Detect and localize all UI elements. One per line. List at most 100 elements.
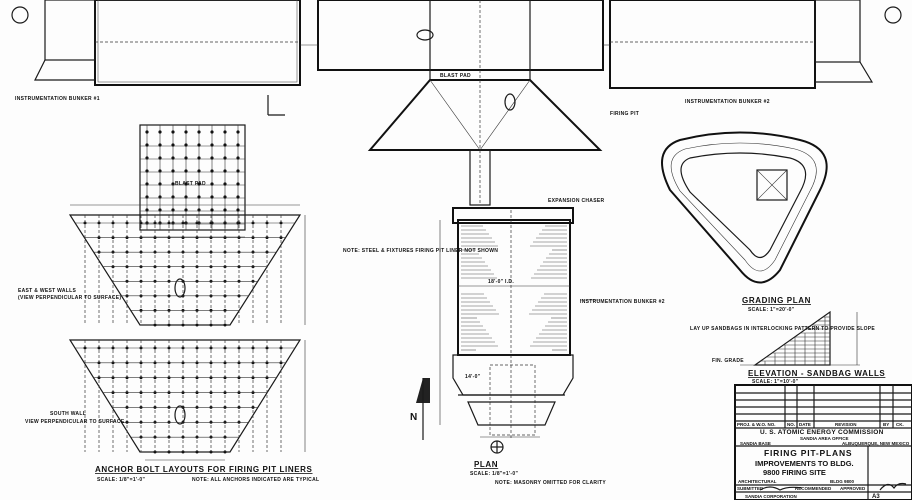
- office-name: SANDIA AREA OFFICE: [800, 436, 849, 441]
- anchor-bolt: [223, 323, 227, 327]
- anchor-bolt: [210, 130, 214, 134]
- plan-note: NOTE: MASONRY OMITTED FOR CLARITY: [495, 480, 606, 486]
- discipline: ARCHITECTURAL: [738, 479, 777, 484]
- anchor-bolt: [145, 143, 149, 147]
- blast-pad-grid: [139, 124, 246, 238]
- anchor-bolt: [167, 323, 171, 327]
- anchor-bolt: [210, 169, 214, 173]
- anchor-bolt: [210, 143, 214, 147]
- blast-pad-label: BLAST PAD: [175, 181, 206, 187]
- anchor-bolt: [210, 195, 214, 199]
- rev-header-by: BY: [883, 422, 889, 427]
- east-west-note: (VIEW PERPENDICULAR TO SURFACE): [18, 295, 121, 301]
- anchor-bolt: [236, 130, 240, 134]
- sandbag-wall-elevation: [740, 310, 860, 366]
- elevation-title: ELEVATION - SANDBAG WALLS: [748, 369, 885, 378]
- bunker-1-label: INSTRUMENTATION BUNKER #1: [15, 96, 100, 102]
- anchor-bolt: [158, 156, 162, 160]
- anchor-bolt: [184, 143, 188, 147]
- rev-header-proj: PROJ. & W.O. NO.: [737, 422, 776, 427]
- drawing-labels: INSTRUMENTATION BUNKER #1 INSTRUMENTATIO…: [15, 73, 885, 486]
- anchor-bolt: [171, 156, 175, 160]
- anchor-bolt: [236, 143, 240, 147]
- blast-pad-top-label: BLAST PAD: [440, 73, 471, 79]
- rev-header-ck: CK.: [896, 422, 904, 427]
- south-wall-anchor-layout: [68, 339, 306, 461]
- expansion-chaser-label: EXPANSION CHASER: [548, 198, 604, 204]
- anchor-bolt: [223, 195, 227, 199]
- anchor-bolt: [223, 182, 227, 186]
- anchor-bolt: [197, 143, 201, 147]
- anchor-bolt: [158, 143, 162, 147]
- plan-dimension: 18'-0" I.D.: [488, 279, 514, 285]
- anchor-bolt: [210, 208, 214, 212]
- rev-header-revision: REVISION: [835, 422, 857, 427]
- recommended-label: RECOMMENDED: [795, 486, 832, 491]
- grading-plan-scale: SCALE: 1"=20'-0": [748, 307, 795, 313]
- anchor-bolt: [236, 169, 240, 173]
- anchor-bolt: [223, 130, 227, 134]
- sandbag-note: LAY UP SANDBAGS IN INTERLOCKING PATTERN …: [690, 326, 875, 332]
- firm-name: SANDIA CORPORATION: [745, 494, 797, 499]
- east-west-walls-label: EAST & WEST WALLS: [18, 288, 77, 294]
- anchor-layout-scale: SCALE: 1/8"=1'-0": [97, 477, 145, 483]
- anchor-bolt: [223, 143, 227, 147]
- anchor-bolt: [236, 208, 240, 212]
- anchor-bolt: [223, 208, 227, 212]
- building-number: BLDG 9800: [830, 479, 855, 484]
- anchor-bolt: [171, 143, 175, 147]
- plan-scale: SCALE: 1/8"=1'-0": [470, 471, 518, 477]
- anchor-bolt: [210, 156, 214, 160]
- grading-plan: [661, 131, 828, 284]
- steel-note: NOTE: STEEL & FIXTURES FIRING PIT LINER …: [343, 248, 498, 254]
- sheet-title: FIRING PIT-PLANS: [764, 448, 852, 458]
- east-west-walls-anchor-layout: [68, 204, 306, 327]
- anchor-bolt: [197, 130, 201, 134]
- anchor-bolt: [184, 130, 188, 134]
- elevation-scale: SCALE: 1"=10'-0": [752, 379, 799, 385]
- anchor-bolt: [197, 156, 201, 160]
- anchor-bolt: [209, 323, 213, 327]
- north-arrow: [416, 378, 430, 440]
- bunker-2-label: INSTRUMENTATION BUNKER #2: [685, 99, 770, 105]
- anchor-bolt: [153, 323, 157, 327]
- rev-header-date: DATE: [799, 422, 811, 427]
- grading-plan-title: GRADING PLAN: [742, 296, 811, 305]
- anchor-bolt: [145, 130, 149, 134]
- subtitle-2: 9800 FIRING SITE: [763, 468, 826, 477]
- anchor-bolt: [195, 323, 199, 327]
- center-dimension: 14'-0": [465, 374, 481, 380]
- south-wall-label: SOUTH WALL: [50, 411, 86, 417]
- anchor-bolt: [210, 182, 214, 186]
- firing-pit-plan-top: [267, 0, 610, 206]
- agency-name: U. S. ATOMIC ENERGY COMMISSION: [760, 429, 884, 436]
- city-name: ALBUQUERQUE, NEW MEXICO: [842, 441, 910, 446]
- anchor-bolt: [236, 182, 240, 186]
- anchor-bolt: [171, 169, 175, 173]
- submitted-label: SUBMITTED: [737, 486, 764, 491]
- anchor-bolt: [181, 323, 185, 327]
- anchor-bolt: [158, 130, 162, 134]
- title-block-frame: [734, 384, 912, 500]
- sheet-number: A3: [872, 494, 880, 500]
- instrumentation-bunker-2: [609, 0, 902, 89]
- anchor-bolt: [184, 169, 188, 173]
- anchor-layout-title: ANCHOR BOLT LAYOUTS FOR FIRING PIT LINER…: [95, 465, 313, 474]
- anchor-note: NOTE: ALL ANCHORS INDICATED ARE TYPICAL: [192, 477, 319, 483]
- anchor-bolt: [171, 130, 175, 134]
- base-name: SANDIA BASE: [740, 441, 771, 446]
- instrumentation-bunker-1: [11, 0, 301, 86]
- anchor-bolt: [197, 195, 201, 199]
- anchor-bolt: [197, 169, 201, 173]
- plan-bunker-label: INSTRUMENTATION BUNKER #2: [580, 299, 665, 305]
- approved-label: APPROVED: [840, 486, 866, 491]
- anchor-bolt: [223, 156, 227, 160]
- anchor-bolt: [236, 195, 240, 199]
- north-label: N: [410, 412, 417, 423]
- title-block: PROJ. & W.O. NO. NO. DATE REVISION BY CK…: [737, 422, 910, 500]
- subtitle-1: IMPROVEMENTS TO BLDG.: [755, 459, 854, 468]
- anchor-bolt: [184, 182, 188, 186]
- rev-header-no: NO.: [787, 422, 795, 427]
- anchor-bolt: [184, 156, 188, 160]
